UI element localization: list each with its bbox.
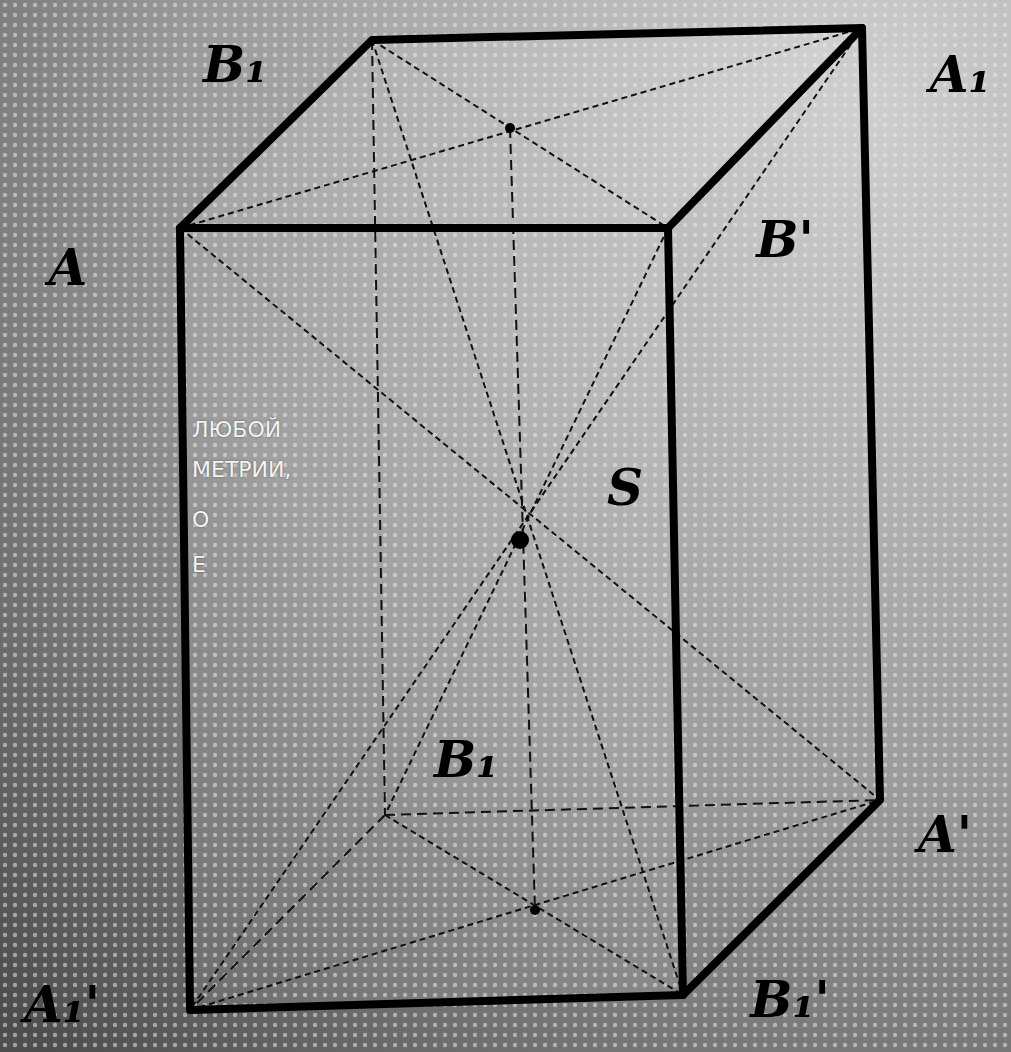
diagonals xyxy=(180,28,880,1010)
front-face xyxy=(180,228,683,1010)
center-label: S xyxy=(607,463,643,513)
center-points xyxy=(505,123,540,915)
vertex-label: A' xyxy=(918,810,972,860)
vertex-label: B' xyxy=(756,215,814,265)
slide-text: О xyxy=(192,509,209,531)
slide-text: Е xyxy=(192,554,206,576)
hidden-lines xyxy=(190,40,880,1010)
visible-edges xyxy=(180,28,880,1010)
top-face xyxy=(180,28,862,228)
vertex-label: A₁ xyxy=(930,50,991,100)
vertex-label: B₁ xyxy=(203,40,267,90)
vertex-label: B₁' xyxy=(750,975,829,1025)
vertex-label: A xyxy=(49,243,88,293)
slide-text: МЕТРИИ, xyxy=(192,459,292,481)
slide-text: ЛЮБОЙ xyxy=(192,419,281,441)
vertex-label: A₁' xyxy=(24,980,100,1030)
vertex-label: B₁ xyxy=(434,735,498,785)
